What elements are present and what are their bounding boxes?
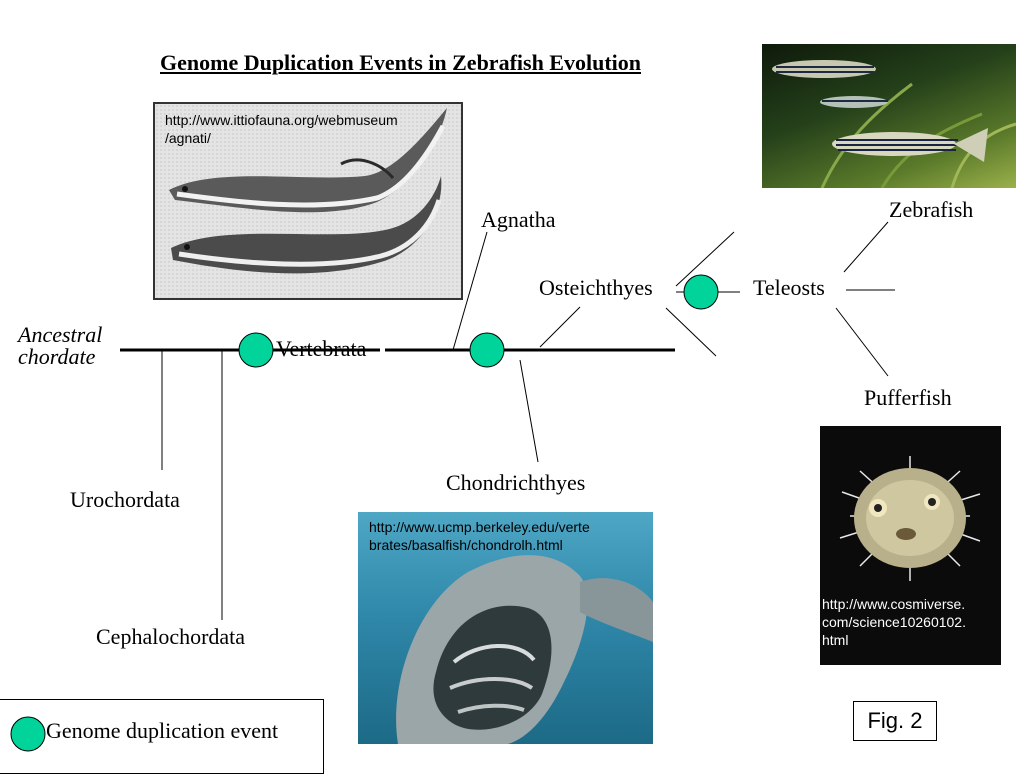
page-title: Genome Duplication Events in Zebrafish E… (160, 50, 642, 75)
legend-label: Genome duplication event (46, 718, 279, 743)
figure-label: Fig. 2 (853, 701, 937, 741)
ancestral-chordate-label: Ancestral chordate (18, 322, 103, 369)
lamprey-source-url: http://www.ittiofauna.org/webmuseum /agn… (165, 112, 398, 146)
basking-shark-photo: http://www.ucmp.berkeley.edu/verte brate… (358, 512, 653, 744)
lamprey-illustration (169, 108, 447, 274)
duplication-marker-teleosts (683, 274, 719, 310)
pufferfish-illustration (839, 456, 981, 581)
urochordata-label: Urochordata (70, 487, 180, 512)
zebrafish-label: Zebrafish (889, 197, 974, 222)
pufferfish-photo: http://www.cosmiverse. com/science102601… (820, 426, 1001, 665)
legend: Genome duplication event (0, 699, 324, 774)
basking-shark-illustration (396, 555, 653, 744)
pufferfish-source-url: http://www.cosmiverse. com/science102601… (822, 596, 966, 648)
duplication-marker-gnathostomes (469, 332, 505, 368)
legend-marker-icon (10, 716, 46, 752)
osteichthyes-label: Osteichthyes (539, 275, 653, 300)
teleosts-label: Teleosts (753, 275, 825, 300)
zebrafish-photo (762, 44, 1016, 188)
pufferfish-branch (835, 307, 889, 377)
agnatha-label: Agnatha (481, 207, 556, 232)
duplication-marker-vertebrata (238, 332, 274, 368)
cephalochordata-label: Cephalochordata (96, 624, 246, 649)
pufferfish-label: Pufferfish (864, 385, 952, 410)
lower-side-branch (665, 307, 717, 357)
chondrichthyes-label: Chondrichthyes (446, 470, 586, 495)
shark-source-url: http://www.ucmp.berkeley.edu/verte brate… (369, 519, 590, 553)
zebrafish-branch (843, 221, 889, 273)
chondrichthyes-branch (519, 359, 539, 463)
agnatha-branch (452, 231, 488, 351)
upper-side-branch (675, 231, 735, 287)
zebrafish-illustration (772, 60, 1016, 188)
vertebrata-label: Vertebrata (276, 336, 367, 361)
osteichthyes-branch (539, 306, 581, 348)
lamprey-photo: http://www.ittiofauna.org/webmuseum /agn… (153, 102, 463, 300)
